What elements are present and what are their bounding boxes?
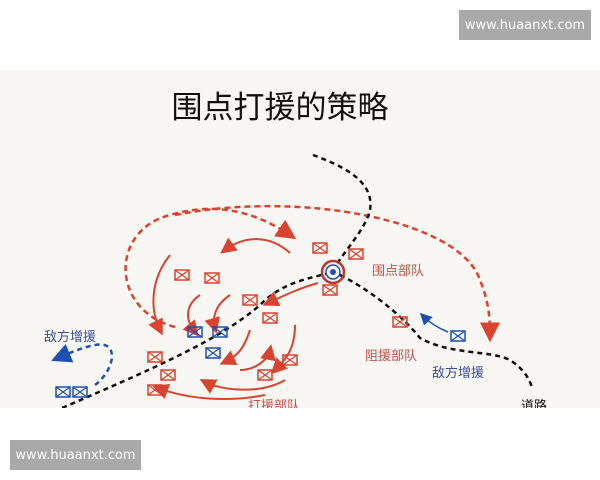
friendly-unit-icon xyxy=(242,294,258,306)
strike-movement-arrow xyxy=(148,254,171,336)
red-dashed-arc-left xyxy=(124,207,297,329)
friendly-unit-icon xyxy=(392,316,408,328)
enemy-unit-icon xyxy=(55,386,71,398)
friendly-unit-icon xyxy=(262,312,278,324)
strike-movement-arrow xyxy=(270,324,296,375)
friendly-unit-icon xyxy=(147,351,163,363)
enemy-unit-icon xyxy=(72,386,88,398)
friendly-unit-icon xyxy=(282,354,298,366)
strike-movement-arrow xyxy=(220,237,291,254)
strike-movement-arrow xyxy=(204,294,231,334)
diagram-canvas xyxy=(51,153,534,408)
enemy-unit-icon xyxy=(205,347,221,359)
label-enemy-reinforcement-right: 敌方增援 xyxy=(432,366,485,381)
friendly-unit-icon xyxy=(348,248,364,260)
friendly-unit-icon xyxy=(160,369,176,381)
strike-movement-arrow xyxy=(262,282,319,306)
enemy-unit-icon xyxy=(450,330,466,342)
strike-movement-arrow xyxy=(152,384,266,401)
friendly-unit-icon xyxy=(147,384,163,396)
label-strike-unit: 打援部队 xyxy=(248,399,301,408)
enemy-advance-arrow xyxy=(419,312,449,333)
diagram-title: 围点打援的策略 xyxy=(171,90,389,126)
enemy-unit-icon xyxy=(212,326,228,338)
friendly-unit-icon xyxy=(174,269,190,281)
road-southeast xyxy=(339,273,534,389)
watermark-bottom: www.huaanxt.com xyxy=(10,440,141,470)
strike-movement-arrow xyxy=(199,379,286,394)
friendly-unit-icon xyxy=(257,369,273,381)
label-blocking-unit: 阻援部队 xyxy=(365,349,418,364)
enemy-unit-icon xyxy=(187,326,203,338)
friendly-unit-icon xyxy=(204,272,220,284)
besieged-point-ring xyxy=(320,259,346,285)
red-dashed-arc-right xyxy=(174,204,500,343)
enemy-route-left xyxy=(51,343,114,386)
label-road: 道路 xyxy=(521,399,548,408)
label-siege-unit: 围点部队 xyxy=(372,264,425,279)
strike-movement-arrow xyxy=(239,344,276,371)
road-southwest xyxy=(61,271,331,408)
strike-movement-arrow xyxy=(219,329,251,366)
strategy-diagram: 围点打援的策略 围点部队 阻援部队 敌方增援 敌方增援 打援部队 道路 xyxy=(0,70,600,408)
friendly-unit-icon xyxy=(322,284,338,296)
label-enemy-reinforcement-left: 敌方增援 xyxy=(44,330,97,345)
friendly-unit-icon xyxy=(312,242,328,254)
strike-movement-arrow xyxy=(182,294,201,337)
watermark-top: www.huaanxt.com xyxy=(459,10,591,40)
